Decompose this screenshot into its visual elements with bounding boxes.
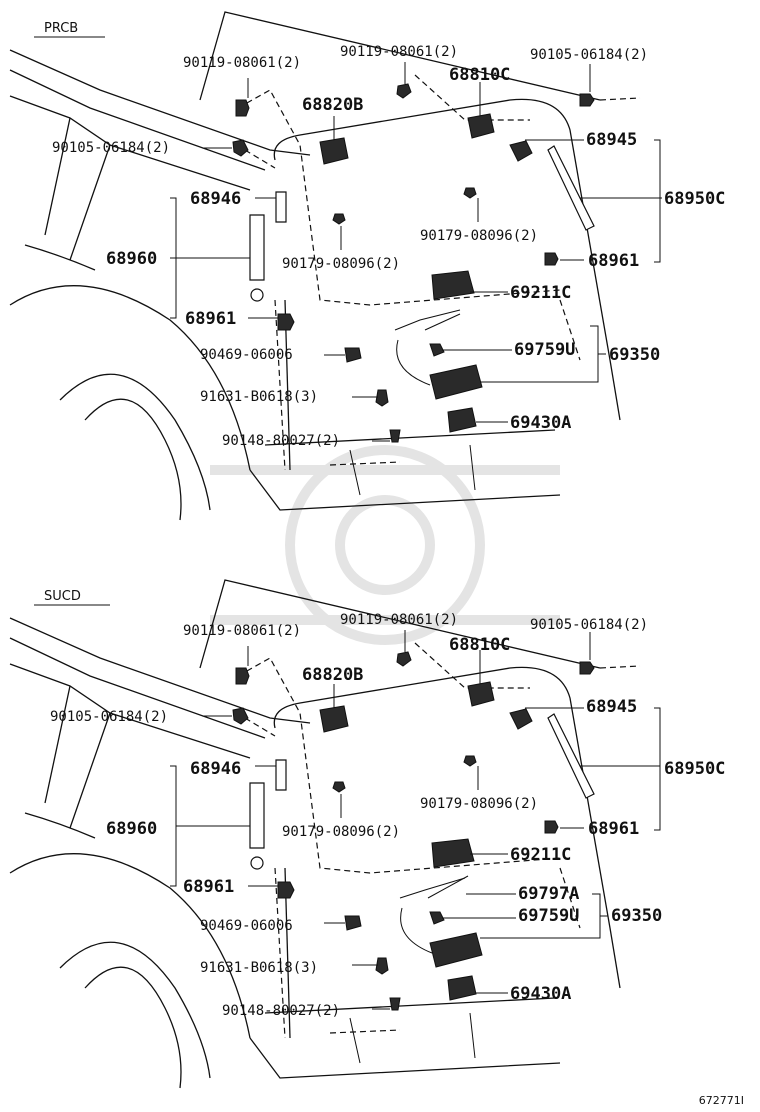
- callout-90179-08096-left: 90179-08096(2): [282, 256, 400, 272]
- callout-labels: 90119-08061(2) 90119-08061(2) 90105-0618…: [52, 44, 725, 449]
- leader-lines: [170, 62, 662, 442]
- section-sucd: SUCD: [9, 579, 725, 1089]
- section-prcb: PRCB: [9, 11, 725, 521]
- callout-68950C: 68950C: [664, 759, 725, 779]
- callout-90105-06184-left: 90105-06184(2): [50, 709, 168, 725]
- callout-68820B: 68820B: [302, 665, 363, 685]
- leader-lines: [170, 630, 661, 1010]
- callout-91631-B0618: 91631-B0618(3): [200, 960, 318, 976]
- callout-68810C: 68810C: [449, 65, 510, 85]
- callout-91631-B0618: 91631-B0618(3): [200, 389, 318, 405]
- callout-68945: 68945: [586, 130, 637, 150]
- callout-90119-08061-left: 90119-08061(2): [183, 623, 301, 639]
- callout-69211C: 69211C: [510, 283, 571, 303]
- vehicle-body-outline: [9, 579, 641, 1089]
- callout-90105-06184-top: 90105-06184(2): [530, 617, 648, 633]
- part-shapes: [232, 651, 595, 1011]
- callout-90119-08061-left: 90119-08061(2): [183, 55, 301, 71]
- callout-68961-right: 68961: [588, 251, 639, 271]
- callout-68820B: 68820B: [302, 95, 363, 115]
- callout-69759U: 69759U: [518, 906, 579, 926]
- callout-90179-08096-right: 90179-08096(2): [420, 796, 538, 812]
- callout-69759U: 69759U: [514, 340, 575, 360]
- callout-69350: 69350: [609, 345, 660, 365]
- callout-69350: 69350: [611, 906, 662, 926]
- callout-68946: 68946: [190, 189, 241, 209]
- callout-68961-left: 68961: [183, 877, 234, 897]
- callout-90148-80027: 90148-80027(2): [222, 1003, 340, 1019]
- callout-90119-08061-right: 90119-08061(2): [340, 612, 458, 628]
- callout-68950C: 68950C: [664, 189, 725, 209]
- callout-68960: 68960: [106, 249, 157, 269]
- callout-90105-06184-top: 90105-06184(2): [530, 47, 648, 63]
- callout-90105-06184-left: 90105-06184(2): [52, 140, 170, 156]
- callout-90469-06006: 90469-06006: [200, 918, 293, 934]
- callout-69211C: 69211C: [510, 845, 571, 865]
- part-shapes: [232, 83, 595, 443]
- callout-90179-08096-right: 90179-08096(2): [420, 228, 538, 244]
- callout-90469-06006: 90469-06006: [200, 347, 293, 363]
- callout-labels: 90119-08061(2) 90119-08061(2) 90105-0618…: [50, 612, 725, 1019]
- callout-90179-08096-left: 90179-08096(2): [282, 824, 400, 840]
- callout-69430A: 69430A: [510, 413, 571, 433]
- callout-90119-08061-right: 90119-08061(2): [340, 44, 458, 60]
- section-label: PRCB: [44, 21, 78, 36]
- callout-68960: 68960: [106, 819, 157, 839]
- callout-68961-left: 68961: [185, 309, 236, 329]
- callout-68945: 68945: [586, 697, 637, 717]
- callout-90148-80027: 90148-80027(2): [222, 433, 340, 449]
- callout-69430A: 69430A: [510, 984, 571, 1004]
- vehicle-body-outline: [9, 11, 641, 521]
- callout-69797A: 69797A: [518, 884, 579, 904]
- callout-68810C: 68810C: [449, 635, 510, 655]
- figure-id: 672771I: [699, 1094, 744, 1107]
- section-label: SUCD: [44, 589, 81, 604]
- callout-68946: 68946: [190, 759, 241, 779]
- watermark-emblem: [210, 445, 560, 645]
- callout-68961-right: 68961: [588, 819, 639, 839]
